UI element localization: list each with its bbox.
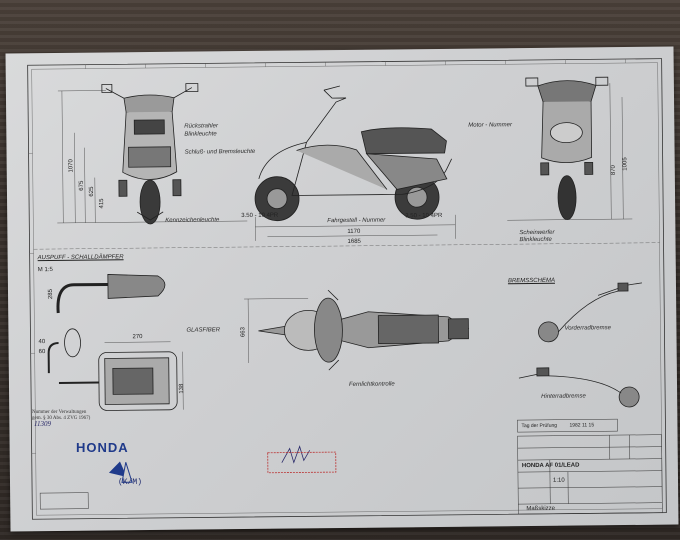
pruefung-label: Tag der Prüfung: [521, 422, 558, 430]
dim-40: 40: [38, 339, 46, 346]
label-kennzeichenleuchte: Kennzeichenleuchte: [165, 217, 220, 224]
registration-note: Nummer der Verwaltungen gem. § 30 Abs. 4…: [32, 410, 91, 421]
blueprint-drawing: [27, 58, 667, 520]
dim-tire-rear: 3.50 - 10 4PR: [241, 212, 279, 220]
honda-logo-text: HONDA: [76, 440, 129, 455]
dim-270: 270: [132, 334, 143, 341]
label-rueckstrahler: Rückstrahler: [184, 123, 219, 130]
exhaust-drawing: [47, 274, 178, 411]
dim-1170: 1170: [347, 228, 361, 235]
label-blinkleuchte-front: Blinkleuchte: [519, 236, 552, 244]
heading-auspuff: AUSPUFF - SCHALLDÄMPFER: [37, 254, 124, 262]
scale-label: M 1:5: [37, 267, 53, 274]
dim-675: 675: [78, 180, 85, 191]
dim-1070: 1070: [68, 159, 75, 173]
dim-tire-front: 3.50 - 10 4PR: [405, 212, 443, 220]
honda-wing-logo: [108, 461, 133, 483]
dim-138: 138: [178, 383, 186, 394]
label-fernlicht: Fernlichtkontrolle: [348, 381, 395, 388]
dim-285: 285: [47, 289, 55, 300]
title-block: [39, 418, 663, 515]
blueprint-sheet: Rückstrahler Blinkleuchte Schluß- und Br…: [5, 46, 679, 532]
rear-view-drawing: [101, 83, 199, 225]
front-view-drawing: [525, 76, 609, 221]
side-view-drawing: [254, 85, 453, 222]
dim-1685: 1685: [347, 238, 361, 245]
dim-415: 415: [99, 198, 106, 209]
drawing-scale: 1:10: [552, 477, 565, 484]
model-name: HONDA AF 01/LEAD: [521, 462, 580, 470]
label-motor: Motor - Nummer: [468, 122, 512, 129]
dim-1005: 1005: [622, 157, 629, 171]
handwritten-number: 11309: [34, 420, 51, 428]
top-view-drawing: [258, 289, 470, 371]
label-scheinwerfer: Scheinwerfer: [519, 229, 555, 237]
label-schluss-bremsleuchte: Schluß- und Bremsleuchte: [184, 148, 256, 156]
brake-schema-drawing: [518, 282, 643, 408]
dim-625: 625: [88, 186, 96, 197]
dim-870: 870: [610, 165, 617, 176]
heading-bremsschema: BREMSSCHEMA: [507, 277, 555, 285]
label-blinkleuchte: Blinkleuchte: [184, 131, 217, 138]
dim-60: 60: [38, 349, 46, 356]
pruefung-date: 1982 11 15: [569, 422, 595, 429]
drawing-title: Maßskizze: [526, 505, 556, 513]
label-fahrgestell: Fahrgestell - Nummer: [327, 217, 386, 225]
stamp-km: (K/M): [118, 478, 143, 487]
label-vorderradbremse: Vorderradbremse: [564, 325, 611, 332]
signature: [267, 445, 337, 474]
label-glasfiber: GLASFIBER: [186, 327, 221, 334]
dim-663: 663: [240, 326, 247, 338]
label-hinterradbremse: Hinterradbremse: [541, 393, 586, 400]
